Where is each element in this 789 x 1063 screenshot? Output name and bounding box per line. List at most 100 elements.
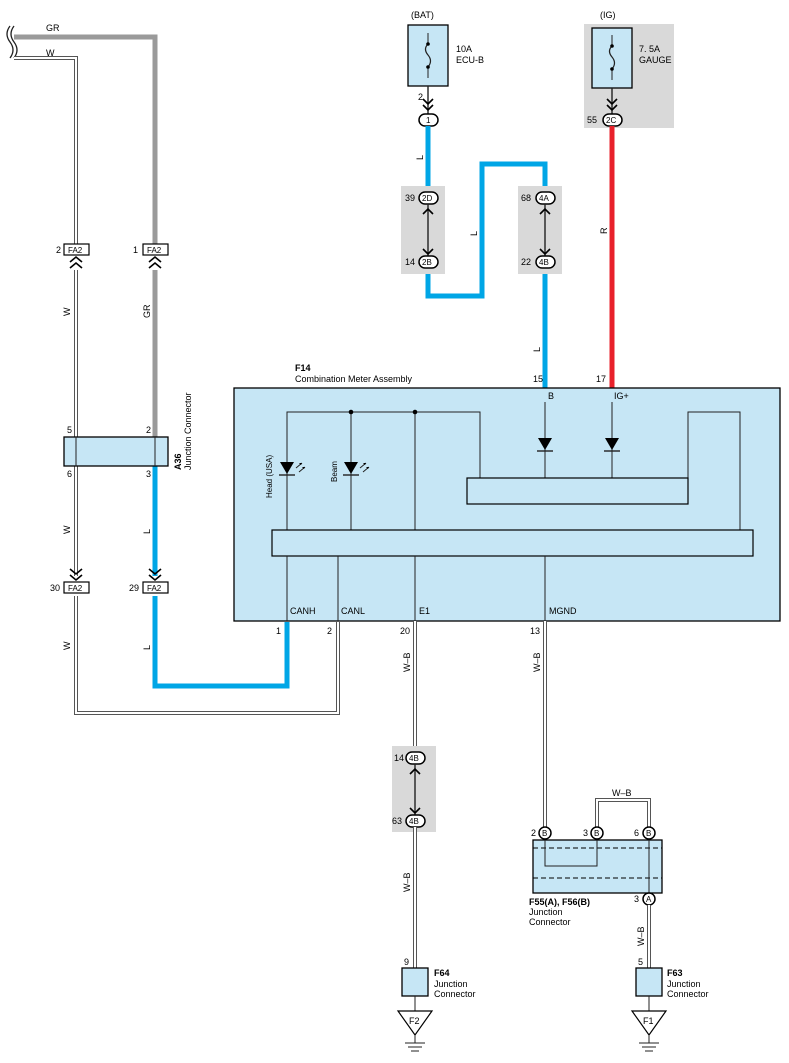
l-wire-loop (425, 161, 548, 299)
pin-number: 3 (634, 894, 639, 904)
pin-number: 1 (276, 626, 281, 636)
pin-number: 29 (129, 583, 139, 593)
ground-f2-icon (396, 1010, 434, 1052)
connector-label: 2C (606, 116, 616, 125)
connector-label: 2D (422, 194, 432, 203)
r-wire-label: R (599, 227, 609, 234)
internal-cpu-block (271, 529, 754, 557)
fa2-label: FA2 (147, 246, 162, 255)
pin-number: 2 (531, 828, 536, 838)
pin-number: 63 (392, 816, 402, 826)
pin-number: 14 (405, 257, 415, 267)
connector-chevron-icon (539, 207, 551, 256)
terminal-b: B (548, 391, 554, 401)
w-wire-label: W (46, 48, 55, 58)
f64-name: Junction (434, 979, 468, 989)
pin-number: 22 (521, 257, 531, 267)
l-wire-label: L (415, 155, 425, 160)
l-wire-label-vertical-1: L (142, 529, 152, 534)
connector-label: B (646, 829, 651, 838)
pin-number: 68 (521, 193, 531, 203)
a36-junction-connector: 5 2 6 3 A36 Junction Connector (63, 392, 193, 479)
fa2-connector-bottom-left: FA2 30 (50, 568, 90, 594)
connector-label: 2B (422, 258, 432, 267)
pin-number: 2 (327, 626, 332, 636)
led-beam-label: Beam (330, 461, 339, 482)
pin-number: 5 (67, 425, 72, 435)
wb-wire-label: W–B (612, 788, 632, 798)
wb-wire-label: W–B (636, 926, 646, 946)
f64-name: Connector (434, 989, 476, 999)
pin-number: 30 (50, 583, 60, 593)
fuse-name: GAUGE (639, 55, 672, 65)
f63-id: F63 (667, 968, 683, 978)
connector-chevron-icon (69, 255, 83, 269)
connector-chevron-icon (422, 207, 434, 256)
f14-name: Combination Meter Assembly (295, 374, 413, 384)
pin-number: 20 (400, 626, 410, 636)
fuse-rating: 7. 5A (639, 44, 660, 54)
fa2-connector-top-right: FA2 1 (133, 243, 169, 269)
pin-number: 3 (146, 469, 151, 479)
connector-label: 4B (539, 258, 549, 267)
fuse-icon (424, 43, 432, 68)
wb-wire-label: W–B (532, 652, 542, 672)
pin-number: 5 (638, 957, 643, 967)
l-wire-label: L (532, 347, 542, 352)
l-wire-canh (152, 596, 290, 689)
w-wire-label-vertical-3: W (62, 641, 72, 650)
bat-fuse-ecu-b: (BAT) 10A ECU-B 2 1 (407, 10, 484, 127)
junction-4a-4b: 4A 68 4B 22 (518, 186, 562, 274)
connector-chevron-icon (148, 255, 162, 269)
fuse-icon (608, 45, 616, 70)
gr-wire-label-vertical: GR (142, 304, 152, 318)
gr-wire-top (14, 34, 158, 245)
connector-label: A (646, 895, 652, 904)
f63-name: Junction (667, 979, 701, 989)
connector-chevron-icon (409, 767, 421, 815)
f55-id: F55(A), F56(B) (529, 897, 590, 907)
fuse-name: ECU-B (456, 55, 484, 65)
ig-fuse-gauge: (IG) 7. 5A GAUGE 2C 55 (584, 10, 674, 128)
gr-wire-label: GR (46, 23, 60, 33)
pin-number: 9 (404, 957, 409, 967)
ground-label: F1 (643, 1016, 654, 1026)
wire-break-mark (6, 25, 14, 59)
ground-label: F2 (409, 1016, 420, 1026)
terminal-ig: IG+ (614, 391, 629, 401)
pin-number: 17 (596, 374, 606, 384)
f14-id: F14 (295, 363, 311, 373)
internal-gauge-block (466, 477, 689, 505)
led-head-label: Head (USA) (265, 455, 274, 498)
pin-number: 55 (587, 115, 597, 125)
terminal-e1: E1 (419, 606, 430, 616)
junction-4b-4b: 4B 14 4B 63 (392, 746, 436, 832)
pin-number: 6 (67, 469, 72, 479)
connector-label: B (542, 829, 547, 838)
l-wire-label: L (469, 231, 479, 236)
bat-header: (BAT) (411, 10, 434, 20)
junction-2d-2b: 2D 39 2B 14 (401, 186, 445, 274)
w-wire-label-vertical-2: W (62, 525, 72, 534)
f55-f56-junction-connector: W–B B 2 B 3 B 6 A 3 F55(A), F56(B) Junct… (529, 788, 663, 927)
terminal-canh: CANH (290, 606, 316, 616)
f64-junction-connector: 9 F64 Junction Connector F2 (396, 957, 476, 1052)
w-wire-top (14, 56, 78, 245)
wb-wire-label: W–B (402, 652, 412, 672)
fa2-label: FA2 (68, 584, 83, 593)
connector-label: 4A (539, 194, 549, 203)
wb-wire-label: W–B (402, 872, 412, 892)
led-beam-icon (343, 462, 370, 476)
fa2-connector-bottom-right: FA2 29 (129, 568, 169, 594)
pin-number: 2 (56, 245, 61, 255)
f63-name: Connector (667, 989, 709, 999)
pin-number: 1 (133, 245, 138, 255)
terminal-canl: CANL (341, 606, 365, 616)
f14-combination-meter-assembly: F14 Combination Meter Assembly 15 17 B I… (233, 363, 781, 636)
a36-id: A36 (173, 453, 183, 470)
connector-chevron-icon (606, 98, 618, 112)
f64-id: F64 (434, 968, 450, 978)
pin-number: 13 (530, 626, 540, 636)
connector-label: B (594, 829, 599, 838)
pin-number: 2 (146, 425, 151, 435)
